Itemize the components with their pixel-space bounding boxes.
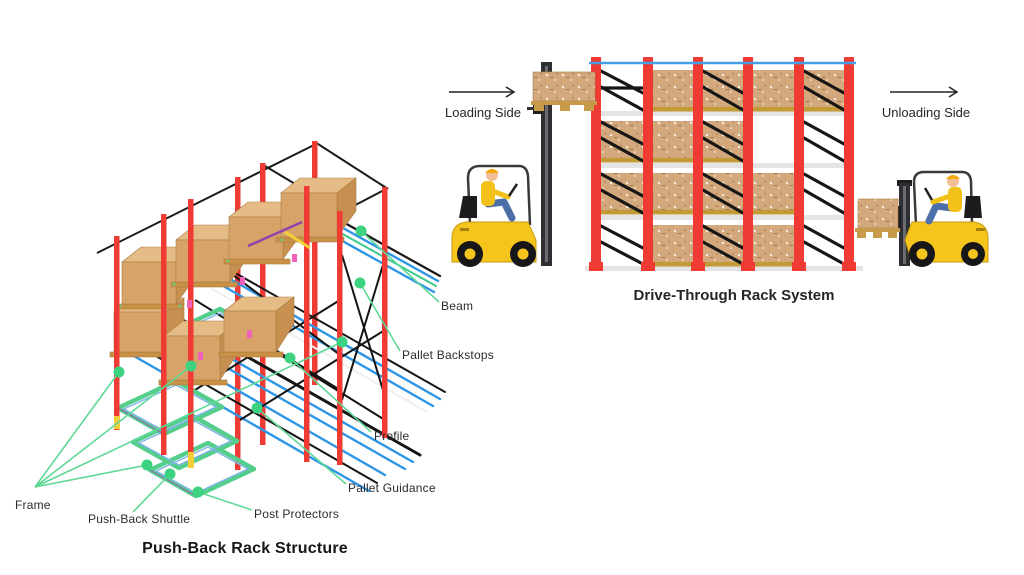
- carried-pallet: [531, 71, 597, 111]
- label-push-back-shuttle: Push-Back Shuttle: [88, 512, 191, 526]
- label-unloading-side: Unloading Side: [881, 105, 971, 120]
- callout-dots: [113, 225, 367, 498]
- callout-leader-lines: [34, 230, 440, 513]
- operator: [459, 169, 519, 222]
- label-beam: Beam: [441, 299, 474, 313]
- shelf-beams: [585, 111, 863, 271]
- label-loading-side: Loading Side: [445, 105, 521, 120]
- level2-pallet-boxes: [109, 296, 295, 386]
- forklift-loading: [451, 62, 597, 267]
- label-frame: Frame: [15, 498, 51, 512]
- label-post-protectors: Post Protectors: [254, 507, 340, 521]
- forklift-unloading: [855, 170, 989, 267]
- rack-uprights: [589, 57, 856, 271]
- post-protector: [188, 452, 194, 468]
- top-pallet-boxes: [116, 177, 357, 384]
- carried-pallet: [855, 198, 900, 238]
- push-back-rack-illustration: [34, 141, 446, 513]
- drive-through-caption: Drive-Through Rack System: [633, 287, 835, 304]
- operator: [923, 175, 982, 225]
- label-pallet-backstops: Pallet Backstops: [402, 348, 494, 362]
- pallet-box: [218, 296, 295, 358]
- drive-through-rack-illustration: [449, 57, 989, 271]
- unloading-arrow-icon: [890, 86, 959, 98]
- label-pallet-guidance: Pallet Guidance: [348, 481, 436, 495]
- push-back-caption: Push-Back Rack Structure: [142, 540, 348, 557]
- label-profile: Profile: [374, 429, 410, 443]
- rack-braces: [599, 69, 846, 266]
- loading-arrow-icon: [449, 86, 516, 98]
